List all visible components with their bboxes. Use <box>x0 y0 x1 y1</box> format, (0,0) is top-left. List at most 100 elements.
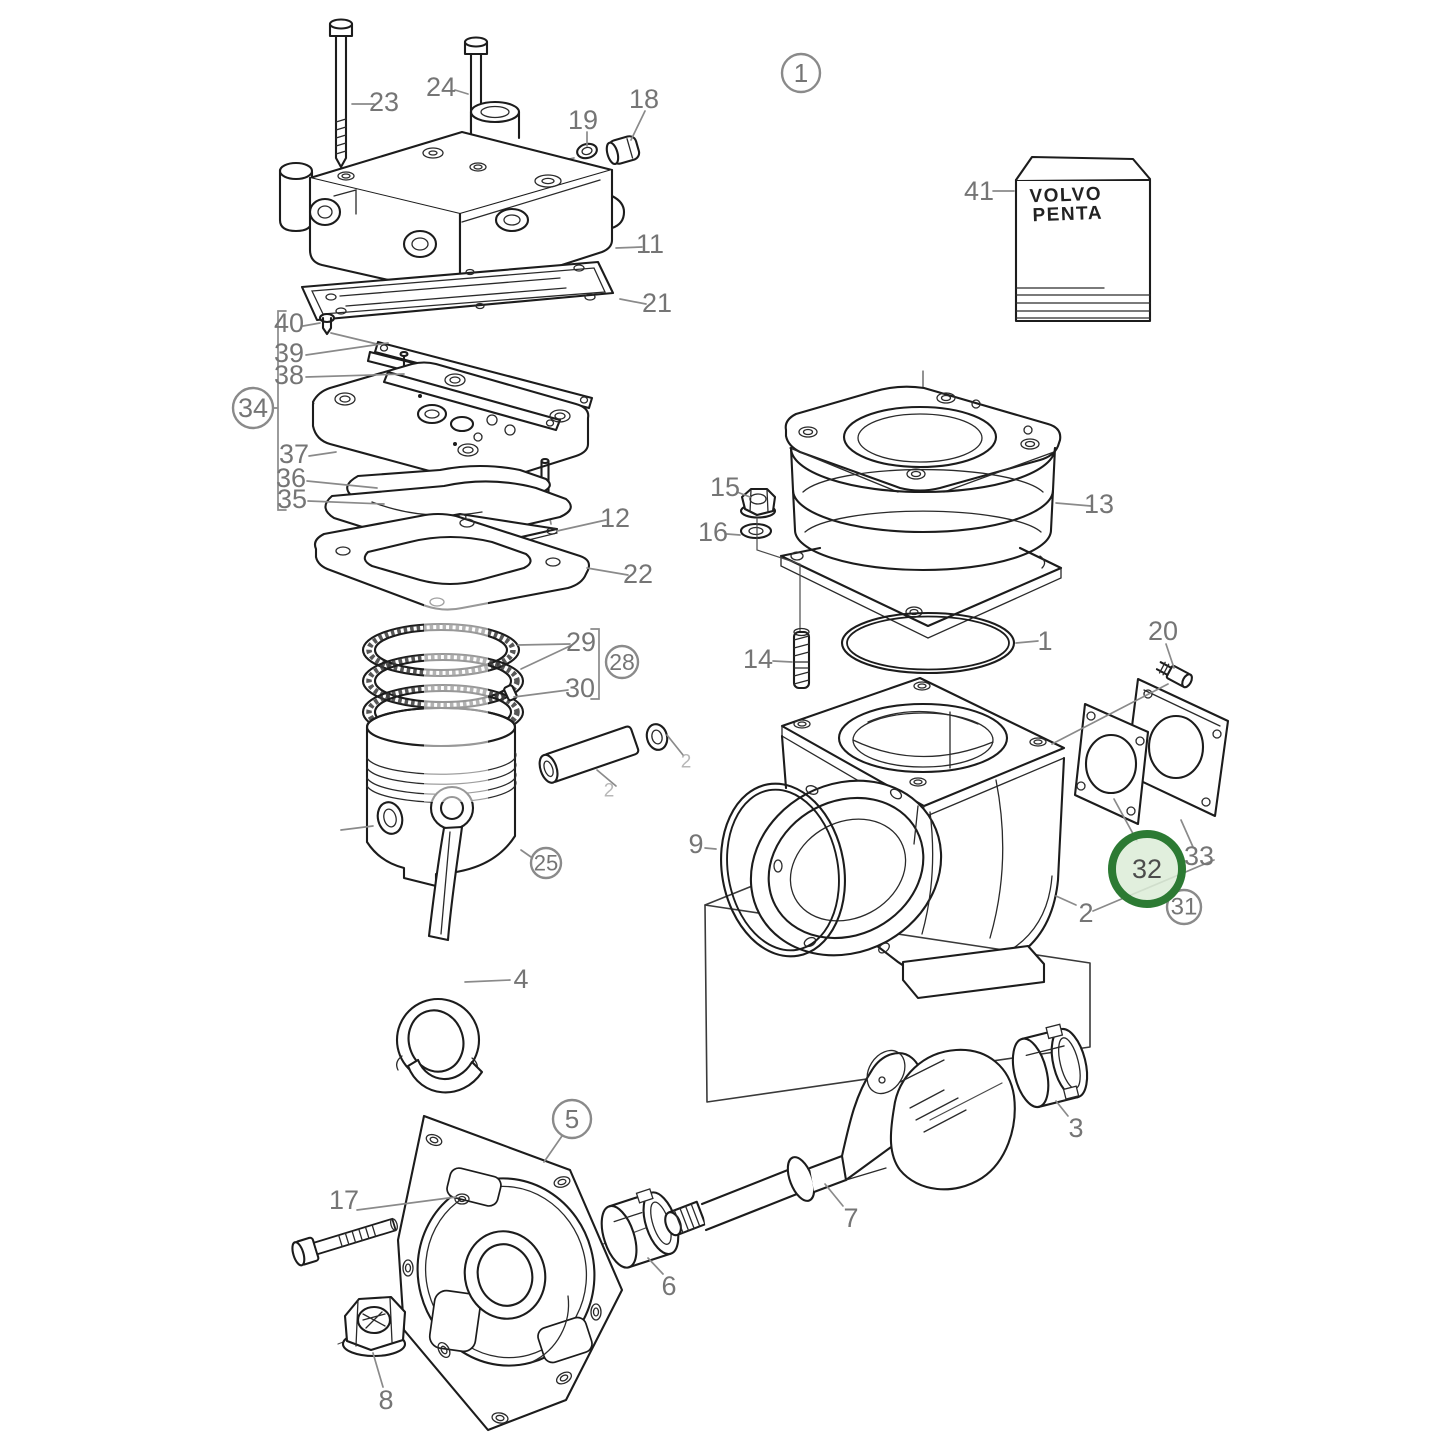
washer-19-drawing <box>576 142 598 160</box>
svg-text:13: 13 <box>1084 489 1114 519</box>
svg-text:40: 40 <box>274 308 304 338</box>
svg-text:25: 25 <box>534 851 558 876</box>
svg-text:32: 32 <box>1132 854 1162 884</box>
callout-38[interactable]: 38 <box>274 360 304 390</box>
svg-text:35: 35 <box>277 484 307 514</box>
callout-17[interactable]: 17 <box>329 1185 359 1215</box>
callout-14[interactable]: 14 <box>743 644 773 674</box>
kit-circle-1[interactable]: 1 <box>780 52 822 94</box>
kit-box-brand-line1: VOLVO <box>1029 184 1102 208</box>
callout-15[interactable]: 15 <box>710 472 740 502</box>
callout-18[interactable]: 18 <box>629 84 659 114</box>
svg-text:16: 16 <box>698 517 728 547</box>
callout-4[interactable]: 4 <box>513 964 528 994</box>
callout-31[interactable]: 31 <box>1165 888 1203 926</box>
nut-15-drawing <box>739 487 777 519</box>
svg-text:34: 34 <box>238 393 268 423</box>
callout-26-partial[interactable]: 2 <box>604 781 615 802</box>
callout-3[interactable]: 3 <box>1068 1113 1083 1143</box>
callout-37[interactable]: 37 <box>279 439 309 469</box>
svg-text:15: 15 <box>710 472 740 502</box>
svg-text:12: 12 <box>600 503 630 533</box>
callout-28[interactable]: 28 <box>604 644 640 680</box>
svg-text:41: 41 <box>964 176 994 206</box>
screw-20-axis-line <box>1051 683 1169 745</box>
connecting-rod-drawing <box>395 785 484 1094</box>
svg-text:30: 30 <box>565 673 595 703</box>
callout-22[interactable]: 22 <box>623 559 653 589</box>
leader-lines <box>272 89 1215 1388</box>
bearing-3-drawing <box>1011 1023 1089 1109</box>
callout-29[interactable]: 29 <box>566 627 596 657</box>
callout-27-partial[interactable]: 2 <box>681 752 692 773</box>
svg-text:17: 17 <box>329 1185 359 1215</box>
callout-41[interactable]: 41 <box>964 176 994 206</box>
bearing-6-drawing <box>600 1188 680 1269</box>
callout-8[interactable]: 8 <box>378 1385 393 1415</box>
stud-axis-line <box>756 517 801 632</box>
screw-40-drawing <box>318 312 382 346</box>
callout-39[interactable]: 39 <box>274 338 304 368</box>
bolt-17-drawing <box>291 1217 399 1267</box>
svg-text:8: 8 <box>378 1385 393 1415</box>
svg-text:38: 38 <box>274 360 304 390</box>
svg-text:20: 20 <box>1148 616 1178 646</box>
nut-8-drawing <box>341 1295 407 1358</box>
svg-text:11: 11 <box>636 229 664 259</box>
svg-text:4: 4 <box>513 964 528 994</box>
callout-9[interactable]: 9 <box>688 829 703 859</box>
svg-text:2: 2 <box>604 781 615 802</box>
svg-text:37: 37 <box>279 439 309 469</box>
callout-30[interactable]: 30 <box>565 673 595 703</box>
callout-36[interactable]: 36 <box>276 463 306 493</box>
callout-7[interactable]: 7 <box>843 1203 858 1233</box>
stud-14-drawing <box>792 627 811 690</box>
flange-gasket-32-drawing <box>1073 702 1150 826</box>
callout-6[interactable]: 6 <box>661 1271 676 1301</box>
callout-11[interactable]: 11 <box>636 229 664 259</box>
svg-text:2: 2 <box>681 752 692 773</box>
svg-text:21: 21 <box>642 288 672 318</box>
svg-text:39: 39 <box>274 338 304 368</box>
crankshaft-drawing <box>664 1048 1016 1237</box>
callout-20[interactable]: 20 <box>1148 616 1178 646</box>
piston-pin-drawing <box>538 725 640 784</box>
callout-33[interactable]: 33 <box>1184 841 1214 871</box>
callout-5[interactable]: 5 <box>551 1098 593 1140</box>
svg-text:2: 2 <box>1078 898 1093 928</box>
callout-25[interactable]: 25 <box>529 846 563 880</box>
svg-text:19: 19 <box>568 105 598 135</box>
callout-19[interactable]: 19 <box>568 105 598 135</box>
callout-34[interactable]: 34 <box>231 386 275 430</box>
svg-text:23: 23 <box>369 87 399 117</box>
svg-text:31: 31 <box>1171 894 1198 921</box>
callout-24[interactable]: 24 <box>426 72 456 102</box>
o-ring-9-drawing <box>720 782 846 958</box>
callout-21[interactable]: 21 <box>642 288 672 318</box>
callout-35[interactable]: 35 <box>277 484 307 514</box>
callout-2[interactable]: 2 <box>1078 898 1093 928</box>
svg-text:29: 29 <box>566 627 596 657</box>
callout-23[interactable]: 23 <box>369 87 399 117</box>
callout-40[interactable]: 40 <box>274 308 304 338</box>
valve-plate-drawing <box>311 361 590 485</box>
plug-18-drawing <box>605 135 641 166</box>
circlip-27-drawing <box>645 723 669 751</box>
cylinder-liner-drawing <box>779 385 1063 639</box>
svg-text:28: 28 <box>609 649 635 675</box>
svg-text:24: 24 <box>426 72 456 102</box>
svg-text:3: 3 <box>1068 1113 1083 1143</box>
svg-text:1: 1 <box>794 58 808 88</box>
callout-1-oring[interactable]: 1 <box>1037 626 1052 656</box>
svg-text:1: 1 <box>1037 626 1052 656</box>
kit-box-drawing: VOLVO PENTA <box>1014 155 1152 323</box>
callout-13[interactable]: 13 <box>1084 489 1114 519</box>
bolt-23-drawing <box>328 18 354 169</box>
callout-12[interactable]: 12 <box>600 503 630 533</box>
callout-32[interactable]: 32 <box>1108 830 1186 908</box>
svg-text:5: 5 <box>565 1104 579 1134</box>
end-cover-plate-drawing <box>396 1114 624 1432</box>
callout-16[interactable]: 16 <box>698 517 728 547</box>
